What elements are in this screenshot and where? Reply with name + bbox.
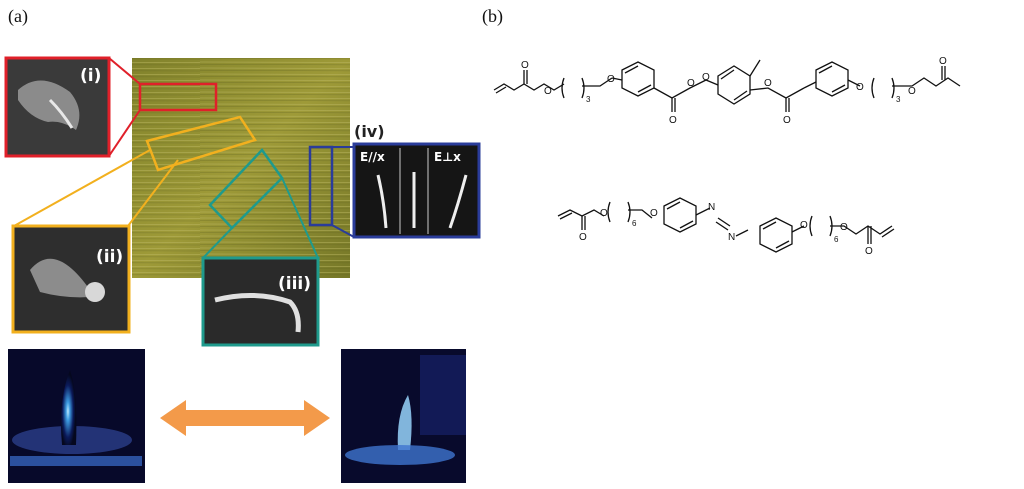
m2-o-carbonyl-1: O	[579, 232, 587, 243]
m2-o-ether-2: O	[800, 220, 808, 231]
m1-o-ester-2: O	[687, 78, 695, 89]
photo-left	[8, 349, 145, 483]
molecule-1-bonds	[493, 59, 961, 112]
m2-n-b: N	[728, 232, 735, 243]
panel-label-a: (a)	[8, 6, 28, 26]
inset-iv	[308, 142, 481, 239]
panel-b-structures: O O O 3 O O O O O O 3 O O	[493, 56, 961, 257]
e-perp-label: E⊥x	[434, 150, 461, 164]
m2-o-ester-2: O	[840, 222, 848, 233]
panel-a-figure	[4, 56, 481, 483]
m1-o-ester-1: O	[544, 86, 552, 97]
m1-o-carbonyl-3: O	[783, 115, 791, 126]
m1-n-2: 3	[896, 95, 901, 104]
m2-n-1: 6	[632, 219, 637, 228]
m1-o-carbonyl-1: O	[521, 60, 529, 71]
m1-o-carbonyl-4: O	[939, 56, 947, 67]
inset-iii	[201, 148, 320, 347]
m2-o-ester-1: O	[600, 208, 608, 219]
double-arrow-icon	[160, 400, 330, 436]
m2-o-ether-1: O	[650, 208, 658, 219]
m1-o-ester-5: O	[908, 86, 916, 97]
m2-o-carbonyl-2: O	[865, 246, 873, 257]
inset-i	[4, 56, 218, 158]
inset-label-iii: (iii)	[278, 274, 312, 294]
inset-label-i: (i)	[80, 66, 102, 86]
e-parallel-label: E//x	[360, 150, 385, 164]
inset-ii	[11, 115, 257, 334]
inset-label-ii: (ii)	[96, 247, 124, 267]
photo-right	[341, 349, 466, 483]
molecule-2-bonds	[557, 197, 895, 253]
m2-n-2: 6	[834, 235, 839, 244]
inset-label-iv: (iv)	[354, 122, 385, 141]
m1-n-1: 3	[586, 95, 591, 104]
panel-label-b: (b)	[482, 6, 503, 26]
m1-o-ether-2: O	[856, 82, 864, 93]
m2-n-a: N	[708, 202, 715, 213]
molecule-2-atoms: O O 6 O N N O 6 O O	[579, 202, 873, 257]
m1-o-ester-3: O	[702, 72, 710, 83]
m1-o-carbonyl-2: O	[669, 115, 677, 126]
m1-o-ether-1: O	[607, 74, 615, 85]
m1-o-ester-4: O	[764, 78, 772, 89]
molecule-1-atoms: O O O 3 O O O O O O 3 O O	[521, 56, 947, 126]
